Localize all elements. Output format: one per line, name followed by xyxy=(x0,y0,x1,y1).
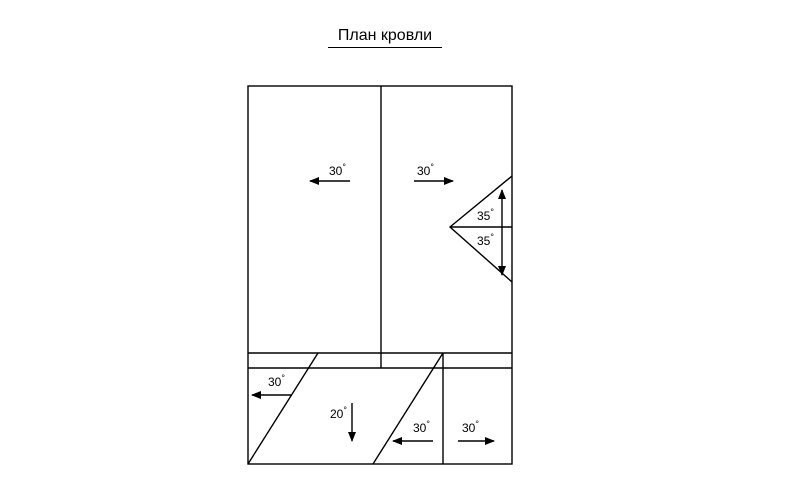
valley-line-right xyxy=(372,352,444,465)
slope-label-bottom-right: 30° xyxy=(462,419,479,435)
slope-label-bottom-center: 20° xyxy=(330,405,347,421)
slope-label-notch-upper: 35° xyxy=(477,207,494,223)
slope-label-notch-lower: 35° xyxy=(477,232,494,248)
slope-label-bottom-left: 30° xyxy=(268,373,285,389)
slope-label-right-main: 30° xyxy=(417,162,434,178)
valley-line-left xyxy=(247,352,319,465)
page-title: План кровли xyxy=(328,27,442,48)
slope-label-left-main: 30° xyxy=(329,162,346,178)
slope-label-bottom-mid: 30° xyxy=(413,419,430,435)
roof-outline xyxy=(247,85,513,465)
